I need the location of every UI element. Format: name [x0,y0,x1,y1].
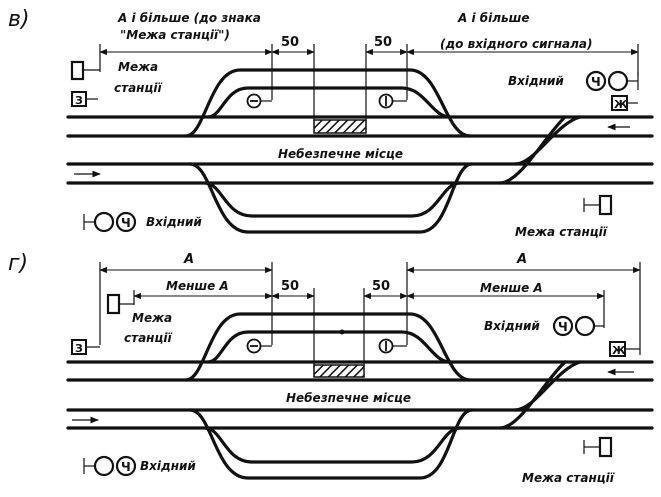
panel-g-entry-right: Вхідний [484,319,540,333]
svg-text:Ч: Ч [121,216,131,230]
panel-v-border-label-1: Межа [118,60,158,74]
panel-g-dim-50-left: 50 [281,279,299,294]
panel-g-border-label-1: Межа [132,311,172,325]
panel-g-entry-right-lamp [574,315,596,337]
svg-text:З: З [75,342,83,355]
panel-v-entry-left-signal-ch [115,211,137,233]
panel-v-a-more-right-label-1: A і більше [457,11,530,25]
panel-v-entry-right-lamp [607,70,629,92]
panel-v-crossover-2 [513,115,582,166]
panel-g-entry-left-lamp [93,455,115,477]
panel-g-crossover-1 [498,360,567,430]
panel-v: в) A і більше (до знака "Межа станції") … [8,7,654,239]
panel-g-entry-left-signal-ch [115,455,137,477]
panel-v-border-label-2: станції [114,81,162,95]
panel-g-less-a-left: Менше A [166,279,229,293]
panel-g-letter: г) [8,251,28,276]
panel-g-danger-zone [313,364,365,378]
panel-g-lower-siding-outer [188,408,474,480]
svg-text:Ч: Ч [591,75,601,89]
panel-v-a-more-right-label-2: (до вхідного сигнала) [440,37,593,51]
panel-g-entry-right-signal-ch [552,315,574,337]
panel-g-a-right: A [516,252,527,267]
svg-text:Ж: Ж [612,344,626,357]
panel-v-lower-siding-outer [188,162,474,234]
panel-v-entry-right: Вхідний [508,74,564,88]
panel-v-danger-label: Небезпечне місце [278,147,403,161]
panel-g-upper-siding-inner [206,330,452,364]
panel-v-danger-zone [313,119,367,134]
panel-g-upper-siding-outer [184,312,472,382]
panel-v-lower-siding-inner [203,181,462,218]
panel-g-a-left: A [183,252,194,267]
svg-text:Ж: Ж [614,98,628,111]
panel-g-crossover-2 [513,360,582,412]
panel-v-entry-right-signal-ch [585,70,607,92]
panel-g-border-bottom-label: Межа станції [522,471,615,485]
svg-text:Ч: Ч [121,460,131,474]
panel-g: г) A A Менше A Менше A 50 50 Межа станці… [8,251,654,485]
panel-v-border-sign-left [70,60,85,81]
panel-g-danger-label: Небезпечне місце [286,391,411,405]
panel-v-upper-siding-outer [184,68,472,138]
panel-v-border-sign-bottom [598,194,613,216]
panel-g-entry-left: Вхідний [140,459,196,473]
panel-v-a-more-label-2: "Межа станції") [120,28,230,42]
panel-g-border-sign-bottom [598,436,613,458]
panel-g-border-sign-left [106,293,121,315]
panel-v-border-bottom-label: Межа станції [515,225,608,239]
panel-v-crossover-1 [498,115,567,185]
panel-v-entry-left-lamp [93,211,115,233]
panel-g-less-a-right: Менше A [480,281,543,295]
panel-g-lower-siding-inner [203,426,462,464]
panel-v-entry-left: Вхідний [146,215,202,229]
panel-g-dim-50-right: 50 [372,279,390,294]
panel-v-upper-siding-inner [206,86,452,119]
panel-v-dim-50-left: 50 [281,35,299,50]
panel-v-dim-50-right: 50 [374,35,392,50]
svg-text:З: З [75,94,83,107]
panel-v-a-more-label-1: A і більше (до знака [117,11,261,25]
panel-g-border-label-2: станції [124,331,172,345]
svg-text:Ч: Ч [558,320,568,334]
panel-v-letter: в) [8,7,30,32]
